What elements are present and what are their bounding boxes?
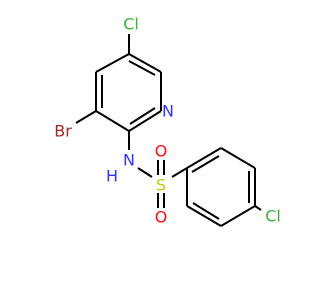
bond-c2b-c3b [220,147,256,169]
bond-c2-n [128,110,162,132]
atom-n-amide: N [123,151,135,170]
bond-c1-c2b [186,147,222,169]
bond-nh-s [137,167,153,178]
atom-o-top: O [155,142,168,161]
atom-cl-top: Cl [123,15,139,34]
bond-c3-c2 [95,110,130,132]
molecule-structure: Cl N Br N H S O O Cl [54,15,281,227]
bond-c5b-c6b [186,205,222,227]
atom-cl-bottom: Cl [265,207,281,226]
bond-c5b-c6b-inner [192,202,220,220]
bond-c5-c4 [95,53,130,73]
bond-c4b-c5b [220,205,256,227]
atom-s: S [156,176,166,195]
bond-c1-c2b-inner [191,155,220,173]
atom-o-bottom: O [155,208,168,227]
bond-c2-n-inner [129,107,156,125]
molecule-canvas: Cl N Br N H S O O Cl [54,15,281,227]
atom-n-pyridine: N [162,102,174,121]
bond-s-c1 [171,167,188,178]
bond-c6-c5 [128,53,162,73]
atom-h-amide: H [106,167,118,186]
atom-br: Br [54,122,72,141]
bond-c3-br [75,110,97,124]
bond-c4b-cl [254,205,262,211]
bond-c6-c5-inner [128,60,156,76]
